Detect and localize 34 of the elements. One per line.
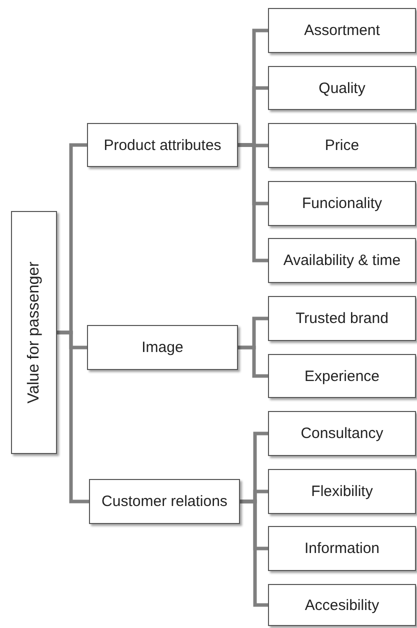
connector-line [238, 143, 268, 262]
connector-line [238, 346, 268, 378]
label-box [268, 123, 416, 168]
connector-line [57, 330, 89, 504]
node-text: Accesibility [304, 596, 380, 614]
node-text: Consultancy [300, 424, 384, 443]
node-text: Price [324, 136, 360, 155]
label-box [268, 526, 416, 571]
node-text: Product attributes [102, 136, 222, 154]
label-box [87, 325, 238, 370]
node-text: Information [303, 539, 381, 558]
label-box [268, 469, 416, 514]
label-box [268, 584, 416, 626]
node-text: Trusted brand [294, 309, 390, 328]
connector-line [240, 500, 268, 607]
node-text: Value for passenger [24, 262, 44, 404]
label-box [268, 354, 416, 398]
node-text: Assortment [303, 21, 381, 40]
label-box [268, 411, 416, 456]
label-box [11, 211, 57, 454]
label-box [268, 8, 416, 53]
node-text: Availability & time [282, 251, 402, 270]
label-box [87, 123, 238, 167]
label-box [268, 296, 416, 341]
label-box [89, 479, 240, 524]
node-text: Image [140, 338, 184, 357]
label-box [268, 238, 416, 283]
label-box [268, 181, 416, 226]
node-text: Flexibility [310, 482, 374, 501]
label-box [268, 66, 416, 110]
node-text: Experience [303, 366, 381, 386]
node-text: Funcionality [300, 194, 384, 213]
node-text: Customer relations [100, 492, 228, 511]
node-text: Quality [318, 78, 366, 98]
